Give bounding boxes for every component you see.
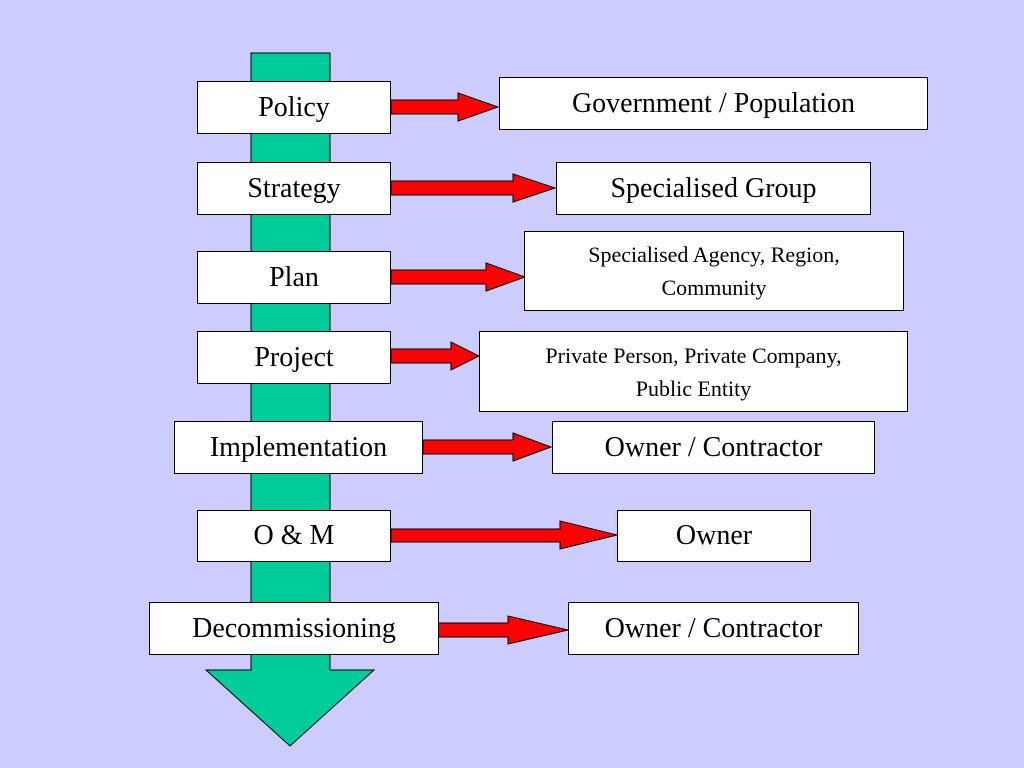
stage-implementation: Implementation (174, 421, 423, 474)
responsible-strategy: Specialised Group (556, 162, 871, 215)
responsible-project-line-2: Public Entity (635, 375, 752, 401)
stage-project-label: Project (254, 341, 334, 373)
arrow-om (390, 520, 618, 550)
arrow-policy (390, 92, 500, 122)
arrow-project (390, 341, 481, 371)
stage-strategy-label: Strategy (247, 172, 341, 204)
responsible-decommissioning-label: Owner / Contractor (604, 612, 823, 644)
arrow-plan (390, 262, 527, 292)
arrow-strategy (390, 173, 557, 203)
flow-down-arrow-shape (204, 52, 376, 747)
responsible-plan-line-1: Specialised Agency, Region, (588, 242, 840, 267)
stage-project: Project (197, 331, 391, 384)
stage-om-label: O & M (253, 520, 335, 552)
stage-plan-label: Plan (269, 261, 319, 293)
stage-implementation-label: Implementation (209, 431, 388, 463)
stage-decommissioning-label: Decommissioning (192, 612, 396, 644)
stage-policy-label: Policy (258, 91, 330, 123)
arrow-implementation (422, 432, 553, 462)
responsible-project: Private Person, Private Company, Public … (479, 331, 908, 412)
responsible-strategy-label: Specialised Group (610, 172, 817, 204)
stage-plan: Plan (197, 251, 391, 304)
stage-decommissioning: Decommissioning (149, 602, 439, 655)
stage-policy: Policy (197, 81, 391, 134)
responsible-plan-line-2: Community (661, 275, 767, 300)
responsible-implementation: Owner / Contractor (552, 421, 875, 474)
stage-om: O & M (197, 510, 391, 562)
responsible-decommissioning: Owner / Contractor (568, 602, 859, 655)
responsible-om: Owner (617, 510, 811, 562)
responsible-policy-label: Government / Population (571, 87, 856, 119)
responsible-om-label: Owner (675, 520, 753, 552)
stage-strategy: Strategy (197, 162, 391, 215)
responsible-project-line-1: Private Person, Private Company, (545, 342, 842, 368)
responsible-plan: Specialised Agency, Region, Community (524, 231, 904, 311)
arrow-decommissioning (437, 615, 569, 645)
responsible-policy: Government / Population (499, 77, 928, 130)
responsible-implementation-label: Owner / Contractor (604, 431, 823, 463)
